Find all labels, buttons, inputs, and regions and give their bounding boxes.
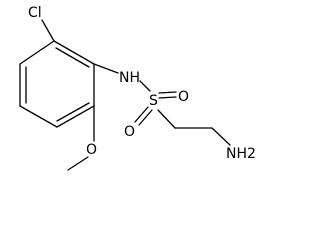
ring-bond-1-inner (55, 47, 90, 68)
bond-sulfur-chain (157, 109, 176, 129)
bond-sulfur-oxygen-bottom-2 (138, 109, 153, 126)
ring-bond-4 (19, 105, 58, 128)
ring-bond-1 (53, 40, 95, 65)
bond-methoxy-methyl (67, 156, 89, 171)
ring-bond-3-inner (56, 102, 90, 122)
ring-bond-6 (19, 40, 55, 65)
sulfur-label: S (149, 93, 158, 109)
bond-ring-nh (93, 63, 119, 74)
bond-sulfur-oxygen-bottom (134, 106, 149, 123)
ring-bond-3 (56, 105, 95, 128)
benzene-ring (19, 40, 95, 128)
chlorine-label: Cl (28, 5, 42, 21)
molecule-structure: Cl NH S O O O NH2 (19, 5, 256, 171)
terminal-amine-label: NH2 (226, 146, 256, 162)
oxygen-top-label: O (178, 89, 189, 105)
bond-ch2-amine (211, 127, 231, 146)
bond-ring-chlorine (41, 19, 55, 42)
bond-sulfur-oxygen-top (158, 91, 177, 94)
methoxy-oxygen-label: O (86, 142, 97, 158)
amide-nh-label: NH (119, 70, 140, 86)
oxygen-bottom-label: O (124, 124, 135, 140)
bond-sulfur-oxygen-top-2 (158, 96, 177, 99)
bond-nh-sulfur (139, 80, 151, 92)
